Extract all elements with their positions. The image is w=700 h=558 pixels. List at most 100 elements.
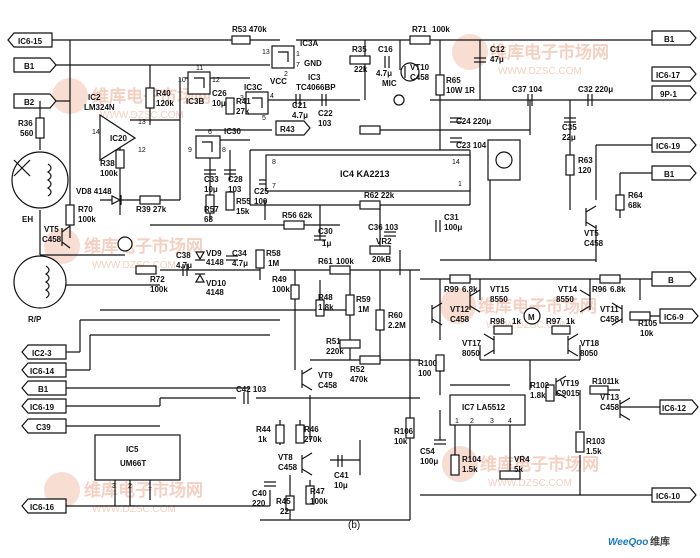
svg-text:B2: B2 xyxy=(24,98,35,107)
svg-text:R47: R47 xyxy=(310,487,325,496)
record-playback-head-icon xyxy=(13,255,67,309)
svg-text:VT12: VT12 xyxy=(450,305,470,314)
svg-text:100: 100 xyxy=(254,197,268,206)
port-right-ic6-9: IC6-9 xyxy=(659,308,699,324)
capacitor-c28 xyxy=(224,169,236,175)
svg-text:1k: 1k xyxy=(512,317,521,326)
resistor-r101 xyxy=(589,385,609,395)
svg-text:R57: R57 xyxy=(204,205,219,214)
capacitor-c38 xyxy=(182,264,188,276)
svg-text:10W 1R: 10W 1R xyxy=(446,86,475,95)
svg-text:68k: 68k xyxy=(628,201,642,210)
svg-text:R40: R40 xyxy=(156,89,171,98)
ic7-la5512: IC7 LA5512 1 2 3 4 xyxy=(449,394,526,440)
resistor-labels: R53 470k R35 22k R71 100k R40 120k R41 2… xyxy=(18,25,658,516)
resistor-r53 xyxy=(231,35,251,45)
svg-text:IC3C: IC3C xyxy=(244,83,262,92)
resistor-r72 xyxy=(135,265,157,275)
figure-caption: (b) xyxy=(348,520,360,531)
svg-text:R62 22k: R62 22k xyxy=(364,191,395,200)
watermark-logo-icon xyxy=(452,34,488,70)
capacitor-c32 xyxy=(587,94,593,106)
transistor-vt11: VT11 C458 xyxy=(600,302,623,326)
svg-text:IC7 LA5512: IC7 LA5512 xyxy=(462,403,506,412)
svg-text:R98: R98 xyxy=(490,317,505,326)
diode-vd8: VD8 4148 xyxy=(76,187,122,205)
port-left-ic6-15: IC6-15 xyxy=(7,32,53,48)
svg-text:C40: C40 xyxy=(252,489,267,498)
port-right-b1: B1 xyxy=(651,165,697,181)
svg-text:100μ: 100μ xyxy=(444,223,462,232)
svg-text:1.5k: 1.5k xyxy=(462,465,478,474)
svg-text:IC6-10: IC6-10 xyxy=(656,492,681,501)
svg-text:C24 220μ: C24 220μ xyxy=(456,117,491,126)
svg-text:R36: R36 xyxy=(18,119,33,128)
svg-text:IC6-19: IC6-19 xyxy=(30,403,55,412)
svg-text:8050: 8050 xyxy=(580,349,598,358)
port-left-b2: B2 xyxy=(13,93,57,109)
svg-text:TC4066BP: TC4066BP xyxy=(296,83,336,92)
svg-text:10μ: 10μ xyxy=(334,481,348,490)
svg-text:MIC: MIC xyxy=(382,79,397,88)
resistor-r65 xyxy=(435,74,445,96)
resistor-r35 xyxy=(349,55,371,65)
resistor-r57 xyxy=(205,194,215,214)
svg-text:220k: 220k xyxy=(326,347,344,356)
svg-text:27k: 27k xyxy=(236,107,250,116)
svg-text:9P-1: 9P-1 xyxy=(660,90,677,99)
svg-text:12: 12 xyxy=(212,77,220,84)
resistor-r62-ind xyxy=(359,125,381,135)
svg-text:11: 11 xyxy=(196,65,203,72)
watermark-url: WWW.DZSC.COM xyxy=(100,110,184,121)
svg-text:C34: C34 xyxy=(232,249,247,258)
svg-text:IC2: IC2 xyxy=(88,93,101,102)
diode-vd10: VD10 4148 xyxy=(194,273,227,297)
port-r43: R43 xyxy=(275,120,311,136)
ic4-ka2213: IC4 KA2213 14 1 7 8 xyxy=(265,154,471,192)
port-left-ic6-14: IC6-14 xyxy=(21,362,67,378)
svg-text:IC6-19: IC6-19 xyxy=(656,142,681,151)
svg-text:C25: C25 xyxy=(254,187,269,196)
svg-text:IC6-9: IC6-9 xyxy=(664,313,684,322)
svg-text:2: 2 xyxy=(284,71,288,78)
resistor-r104 xyxy=(450,454,460,476)
transistor-vt5: VT5 C458 xyxy=(42,225,71,249)
resistor-r49 xyxy=(290,284,300,300)
svg-text:C458: C458 xyxy=(410,73,430,82)
svg-text:47μ: 47μ xyxy=(490,55,504,64)
resistor-r47 xyxy=(305,485,315,505)
svg-text:R96: R96 xyxy=(592,285,607,294)
svg-text:6: 6 xyxy=(208,129,212,136)
svg-text:4148: 4148 xyxy=(206,258,224,267)
svg-text:VD10: VD10 xyxy=(206,279,227,288)
svg-text:C32 220μ: C32 220μ xyxy=(578,85,613,94)
svg-text:C38: C38 xyxy=(176,251,191,260)
resistor-r96 xyxy=(599,274,621,284)
resistor-r70 xyxy=(65,204,75,226)
watermark-text: 维库电子市场网 xyxy=(84,236,203,256)
svg-text:C458: C458 xyxy=(318,381,338,390)
svg-text:C28: C28 xyxy=(228,175,243,184)
ground-symbols xyxy=(117,139,521,252)
svg-text:4: 4 xyxy=(270,93,274,100)
capacitor-c12 xyxy=(474,57,486,63)
svg-text:6.8k: 6.8k xyxy=(462,285,478,294)
svg-text:10k: 10k xyxy=(640,329,654,338)
resistor-r103 xyxy=(575,431,585,453)
transistor-vt8: VT8 C458 xyxy=(278,452,313,476)
svg-text:4148: 4148 xyxy=(206,288,224,297)
svg-text:4.7μ: 4.7μ xyxy=(232,259,248,268)
svg-text:IC3: IC3 xyxy=(308,73,321,82)
svg-text:IC6-14: IC6-14 xyxy=(30,367,55,376)
brand-name: WeeQoo xyxy=(608,537,648,548)
watermark-logo-icon xyxy=(442,446,478,482)
svg-text:68: 68 xyxy=(204,215,213,224)
svg-text:B1: B1 xyxy=(24,62,35,71)
resistor-r55 xyxy=(225,191,235,211)
resistor-r61 xyxy=(329,265,351,275)
svg-text:C458: C458 xyxy=(600,403,620,412)
svg-text:R56 62k: R56 62k xyxy=(282,211,313,220)
resistor-r52 xyxy=(359,355,381,365)
svg-text:B: B xyxy=(668,276,674,285)
resistor-r45 xyxy=(285,495,295,511)
